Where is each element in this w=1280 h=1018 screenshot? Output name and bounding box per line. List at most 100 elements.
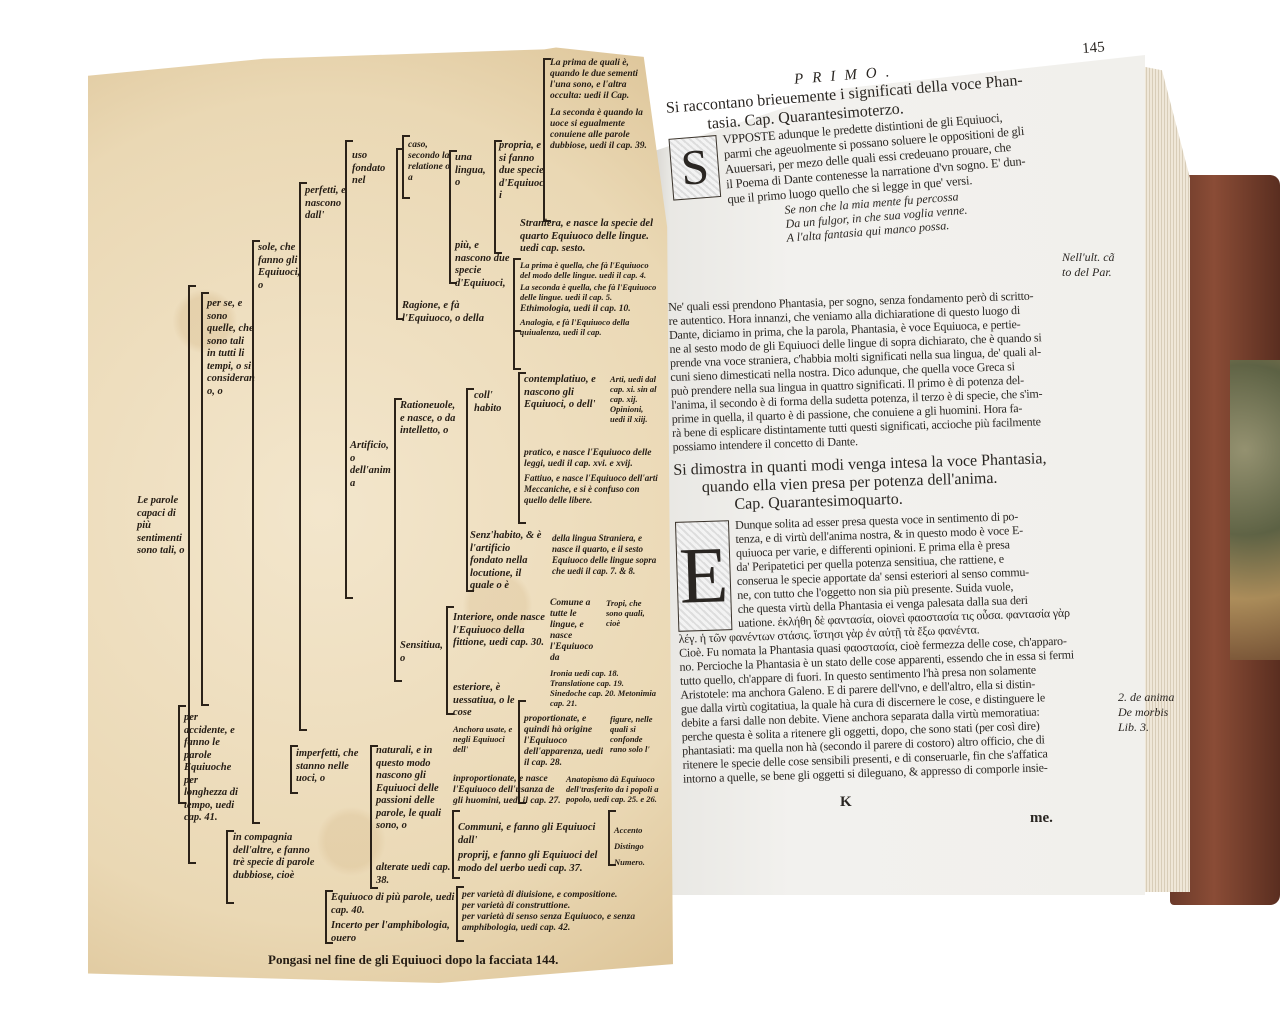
chart-node: Interiore, onde nasce l'Equiuoco della f… (453, 612, 545, 648)
bracket (252, 240, 260, 824)
margin-note-1: Nell'ult. cã to del Par. (1062, 250, 1115, 280)
bracket (325, 890, 333, 944)
chart-node-list: Accento Distingo Numero. (614, 822, 658, 870)
chart-node: Ragione, e fà l'Equiuoco, o della (402, 300, 484, 324)
margin-note-line: De morbis (1118, 705, 1169, 719)
margin-note-2: 2. de anima De morbis Lib. 3. (1118, 690, 1174, 735)
chart-node: Analogia, e fà l'Equiuoco della quiualen… (520, 317, 630, 337)
chart-node-group-lingue: La prima è quella, che fà l'Equiuoco del… (520, 260, 660, 337)
bracket (456, 886, 464, 942)
chart-node: Numero. (614, 857, 645, 867)
chart-node: esteriore, è uessatiua, o le cose (453, 682, 515, 718)
chart-node-group-top: La prima de quali è, quando le due semen… (550, 58, 658, 152)
chart-node: per varietà di diuisione, e compositione… (462, 890, 618, 900)
chart-node: per se, e sono quelle, che sono tali in … (207, 298, 255, 397)
signature-mark: K (840, 794, 852, 810)
chart-node: pratico, e nasce l'Equiuoco delle leggi,… (524, 448, 652, 469)
chart-node: Incerto per l'amphibologia, ouero (331, 920, 450, 944)
bracket (396, 148, 404, 320)
bracket (402, 135, 410, 199)
chart-node: La prima de quali è, quando le due semen… (550, 58, 638, 101)
chart-node: propria, e si fanno due specie d'Equiuoc… (499, 140, 544, 201)
chart-node: coll' habito (474, 390, 502, 414)
chart-node: imperfetti, che stanno nelle uoci, o (296, 748, 359, 784)
bracket (178, 705, 186, 804)
margin-note-line: Lib. 3. (1118, 720, 1150, 734)
margin-note-line: 2. de anima (1118, 690, 1175, 704)
bracket (299, 182, 307, 731)
bracket (452, 810, 460, 879)
chart-node: per accidente, e fanno le parole Equiuoc… (184, 712, 238, 823)
chart-node: proportionate, e quindi hà origine l'Equ… (524, 714, 604, 768)
bracket (188, 285, 196, 864)
bracket (543, 58, 551, 222)
chart-node: Distingo (614, 841, 644, 851)
bracket (518, 700, 526, 804)
bracket (608, 810, 616, 866)
bracket (466, 388, 474, 592)
chart-node: Communi, e fanno gli Equiuoci dall' (458, 822, 596, 846)
bracket (226, 830, 234, 904)
right-page-lower-text: Ne' quali essi prendono Phantasia, per s… (668, 286, 1123, 786)
chart-node: in compagnia dell'altre, e fanno trè spe… (233, 832, 315, 881)
chart-node: Ethimologia, uedi il cap. 10. (520, 304, 631, 314)
bracket (370, 745, 378, 889)
chart-node: inproportionate, e nasce l'Equiuoco dell… (453, 774, 561, 806)
paragraph-2: Dunque solita ad esser presa questa voce… (675, 506, 1123, 786)
foldout-footer-note: Pongasi nel fine de gli Equiuoci dopo la… (268, 952, 559, 967)
chart-node: Straniera, e nasce la specie del quarto … (520, 218, 653, 254)
bracket (394, 398, 402, 682)
bracket (513, 330, 521, 370)
chart-node: La prima è quella, che fà l'Equiuoco del… (520, 260, 649, 280)
chart-node: Arti, uedi dal cap. xi. sin al cap. xij.… (610, 374, 657, 424)
chart-node: contemplatiuo, e nascono gli Equiuoci, o… (524, 374, 596, 410)
chart-node: La seconda è quando la uoce si egualment… (550, 108, 647, 151)
chart-node: sole, che fanno gli Equiuoci, o (258, 242, 301, 291)
chart-node: uso fondato nel (352, 150, 386, 186)
chart-node-group-varieta: per varietà di diuisione, e compositione… (462, 890, 658, 934)
drop-cap-e: E (674, 520, 733, 632)
chart-node: della lingua Straniera, e nasce il quart… (552, 533, 657, 576)
page-number: 145 (1081, 39, 1106, 58)
chart-node: Anchora usate, e negli Equiuoci dell' (453, 724, 513, 754)
chart-node: più, e nascono due specie d'Equiuoci, (455, 240, 510, 289)
bracket (518, 372, 526, 524)
chart-node: Tropi, che sono quali, cioè (606, 598, 645, 628)
catchword: me. (1030, 810, 1053, 826)
chart-node: proprij, e fanno gli Equiuoci del modo d… (458, 850, 598, 874)
chart-node: La seconda è quella, che fà l'Equiuoco d… (520, 282, 657, 302)
chart-node: Rationeuole, e nasce, o da intelletto, o (400, 400, 456, 436)
bracket (449, 150, 457, 284)
chart-node: Fattiuo, e nasce l'Equiuoco dell'arti Me… (524, 473, 658, 505)
paragraph-1-continued: Ne' quali essi prendono Phantasia, per s… (668, 286, 1113, 454)
chart-node: naturali, e in questo modo nascono gli E… (376, 745, 442, 831)
chart-node: Senz'habito, & è l'artificio fondato nel… (470, 530, 542, 591)
chart-node: caso, secondo la relatione o a (408, 140, 450, 183)
marbled-endpaper (1230, 360, 1280, 660)
drop-cap-s: S (668, 135, 722, 201)
right-page-upper-text: PRIMO. 145 Si raccontano brieuemente i s… (664, 39, 1136, 254)
chart-node: figure, nelle quali si confonde rano sol… (610, 714, 653, 754)
bracket (446, 606, 454, 715)
chart-node: Sensitiua, o (400, 640, 443, 664)
margin-note-line: to del Par. (1062, 265, 1112, 279)
chart-node: Artificio, o dell'anima (350, 440, 391, 489)
right-page (640, 55, 1145, 895)
chart-node: Comune a tutte le lingue, e nasce l'Equi… (550, 598, 594, 663)
chart-node: per varietà di construttione. (462, 901, 571, 911)
bracket (201, 292, 209, 706)
chart-node: Anatopismo dà Equiuoco dell'trasferito d… (566, 774, 659, 804)
chart-node: alterate uedi cap. 38. (376, 862, 451, 886)
chart-node: Equiuoco di più parole, uedi cap. 40. (331, 892, 455, 916)
chart-node-root: Le parole capaci di più sentimenti sono … (137, 495, 185, 556)
margin-note-line: Nell'ult. cã (1062, 250, 1115, 264)
bracket (345, 140, 353, 599)
chart-node: perfetti, e nascono dall' (305, 185, 346, 221)
chart-node: Accento (614, 825, 643, 835)
chart-node: per varietà di senso senza Equiuoco, e s… (462, 912, 636, 933)
chart-node: Ironia uedi cap. 18. Translatione cap. 1… (550, 668, 657, 708)
bracket (290, 745, 298, 794)
foldout-chart-page (88, 47, 673, 983)
chart-node-group-habito: pratico, e nasce l'Equiuoco delle leggi,… (524, 448, 660, 506)
bracket (494, 140, 502, 254)
